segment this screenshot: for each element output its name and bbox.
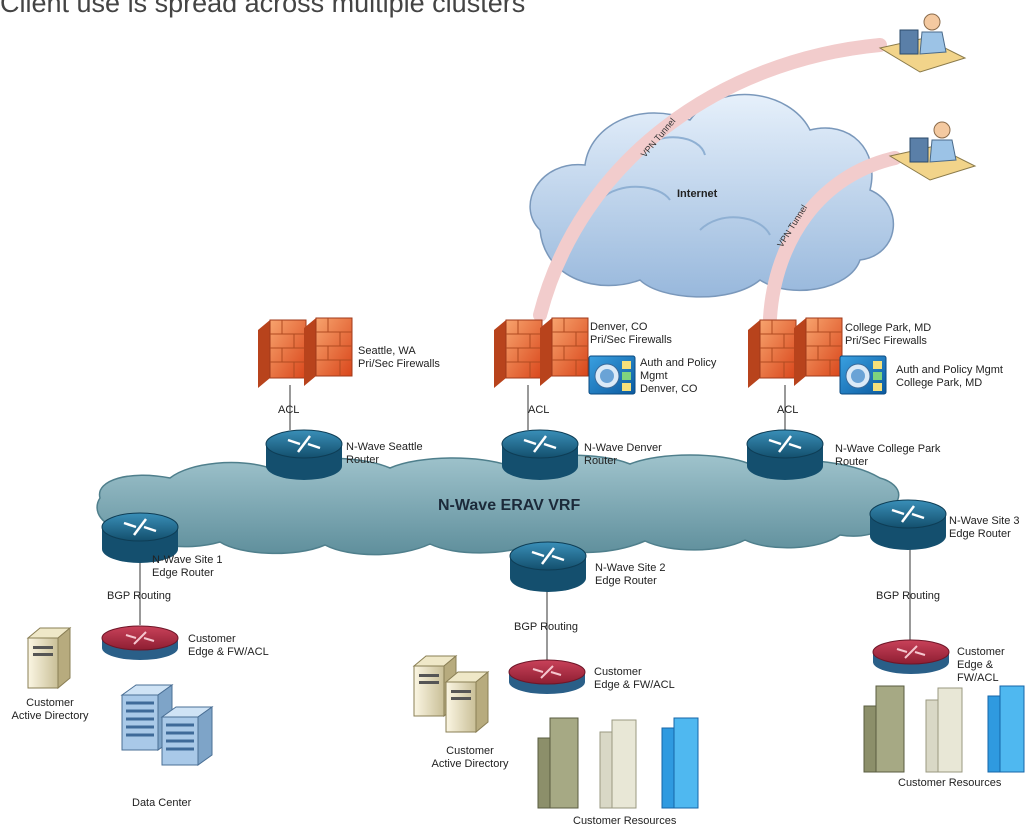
internet-cloud [529, 93, 895, 298]
router-site3-label: N-Wave Site 3 Edge Router [949, 515, 1020, 540]
active-directory-site2-icon [412, 654, 490, 734]
vpn-tunnel-1 [533, 38, 887, 322]
active-directory-site1-label: Customer Active Directory [11, 697, 89, 722]
auth-policy-college-park-icon [839, 355, 887, 395]
data-center-icon [120, 684, 214, 766]
active-directory-site2-label: Customer Active Directory [431, 745, 509, 770]
page-title: Client use is spread across multiple clu… [0, 0, 526, 18]
router-seattle-icon [265, 429, 343, 480]
customer-resources-site3-icon [863, 685, 1025, 773]
vrf-label: N-Wave ERAV VRF [438, 497, 581, 514]
router-denver-icon [501, 429, 579, 480]
customer-edge-site3-icon [872, 639, 950, 674]
auth-policy-denver-label: Auth and Policy Mgmt Denver, CO [640, 357, 717, 395]
auth-policy-denver-icon [588, 355, 636, 395]
router-seattle-label: N-Wave Seattle Router [346, 441, 423, 466]
firewall-seattle-label: Seattle, WA Pri/Sec Firewalls [358, 345, 440, 370]
bgp-site2-label: BGP Routing [514, 621, 579, 633]
router-college-park-icon [746, 429, 824, 480]
customer-resources-site2-icon [537, 717, 699, 809]
vpn-tunnel-2 [763, 151, 902, 325]
firewall-college-park-label: College Park, MD Pri/Sec Firewalls [845, 322, 932, 347]
remote-user-1-icon [878, 13, 967, 73]
router-site1-label: N-Wave Site 1 Edge Router [152, 554, 223, 579]
acl-seattle-label: ACL [278, 404, 300, 416]
customer-edge-site3-label: Customer Edge & FW/ACL [957, 646, 1005, 684]
firewall-denver-icon [494, 317, 589, 388]
customer-edge-site2-icon [508, 659, 586, 694]
router-site3-icon [869, 499, 947, 550]
router-site2-icon [509, 541, 587, 592]
customer-resources-site2-label: Customer Resources [573, 815, 677, 825]
active-directory-site1-icon [26, 626, 72, 690]
customer-resources-site3-label: Customer Resources [898, 777, 1002, 789]
remote-user-2-icon [888, 121, 977, 181]
router-college-park-label: N-Wave College Park Router [835, 443, 941, 468]
customer-edge-site1-icon [101, 625, 179, 660]
firewall-college-park-icon [748, 317, 843, 388]
router-site2-label: N-Wave Site 2 Edge Router [595, 562, 666, 587]
firewall-seattle-icon [258, 317, 353, 388]
bgp-site1-label: BGP Routing [107, 590, 172, 602]
links [139, 385, 911, 660]
acl-college-park-label: ACL [777, 404, 799, 416]
data-center-label: Data Center [132, 797, 192, 809]
firewall-denver-label: Denver, CO Pri/Sec Firewalls [590, 321, 672, 346]
auth-policy-college-park-label: Auth and Policy Mgmt College Park, MD [896, 364, 1003, 389]
customer-edge-site1-label: Customer Edge & FW/ACL [188, 633, 269, 658]
acl-denver-label: ACL [528, 404, 550, 416]
router-site1-icon [101, 512, 179, 563]
bgp-site3-label: BGP Routing [876, 590, 941, 602]
customer-edge-site2-label: Customer Edge & FW/ACL [594, 666, 675, 691]
internet-label: Internet [677, 188, 718, 200]
router-denver-label: N-Wave Denver Router [584, 442, 662, 467]
